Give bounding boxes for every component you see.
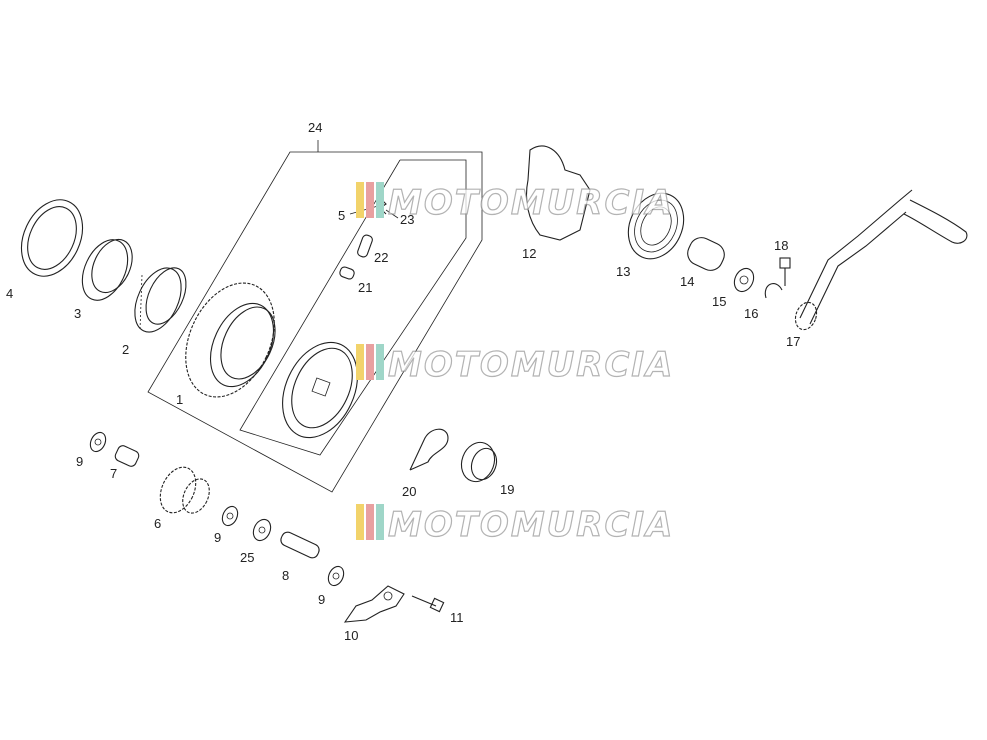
callout-13: 13 — [616, 264, 630, 279]
callout-9-c: 9 — [318, 592, 325, 607]
callout-22: 22 — [374, 250, 388, 265]
callout-24: 24 — [308, 120, 322, 135]
part-18-bolt — [779, 257, 791, 286]
group-bracket-24 — [147, 140, 483, 493]
callout-10: 10 — [344, 628, 358, 643]
callout-7: 7 — [110, 466, 117, 481]
callout-labels: 1 2 3 4 5 6 7 8 9 9 9 10 11 12 13 14 15 … — [6, 120, 800, 643]
part-6-gear — [159, 466, 210, 514]
callout-25: 25 — [240, 550, 254, 565]
callout-14: 14 — [680, 274, 694, 289]
callout-9-b: 9 — [214, 530, 221, 545]
callout-17: 17 — [786, 334, 800, 349]
part-11-bolt — [411, 595, 445, 613]
part-1-ring-gear — [185, 282, 276, 398]
callout-20: 20 — [402, 484, 416, 499]
callout-1: 1 — [176, 392, 183, 407]
part-4-ring — [20, 199, 84, 277]
callout-2: 2 — [122, 342, 129, 357]
callout-9-a: 9 — [76, 454, 83, 469]
watermark-text-2: MOTOMURCIA — [388, 345, 674, 385]
part-21-roller — [339, 266, 355, 280]
part-22-pin — [357, 234, 373, 258]
callout-11: 11 — [450, 610, 464, 625]
callout-8: 8 — [282, 568, 289, 583]
part-10-bracket — [343, 585, 405, 623]
part-13-spring-coil — [627, 192, 685, 260]
part-9-washer-b — [221, 505, 239, 527]
part-19-starter-gear — [460, 441, 498, 483]
part-clutch-disc — [282, 341, 358, 439]
part-14-bushing — [687, 237, 725, 271]
watermark-2: MOTOMURCIA — [356, 344, 674, 386]
part-2-bearing — [134, 267, 187, 333]
callout-15: 15 — [712, 294, 726, 309]
callout-19: 19 — [500, 482, 514, 497]
watermark-1: MOTOMURCIA — [356, 182, 674, 224]
part-3-bushing — [81, 238, 133, 301]
callout-18: 18 — [774, 238, 788, 253]
part-9-washer-a — [89, 431, 107, 453]
part-25-washer — [252, 518, 272, 542]
part-20-spring-clip — [409, 428, 449, 471]
callout-5: 5 — [338, 208, 345, 223]
part-9-washer-c — [327, 565, 345, 587]
part-15-washer — [733, 267, 755, 293]
callout-23: 23 — [400, 212, 414, 227]
callout-12: 12 — [522, 246, 536, 261]
part-17-kick-lever — [794, 189, 968, 331]
callout-16: 16 — [744, 306, 758, 321]
callout-6: 6 — [154, 516, 161, 531]
part-16-circlip — [764, 283, 783, 299]
part-7-needle-bearing — [114, 445, 140, 467]
watermark-text-3: MOTOMURCIA — [388, 505, 674, 545]
watermark-text-1: MOTOMURCIA — [388, 183, 674, 223]
callout-3: 3 — [74, 306, 81, 321]
watermark-3: MOTOMURCIA — [356, 504, 674, 546]
callout-21: 21 — [358, 280, 372, 295]
part-8-shaft — [280, 531, 320, 559]
callout-4: 4 — [6, 286, 13, 301]
part-12-housing — [525, 145, 591, 241]
